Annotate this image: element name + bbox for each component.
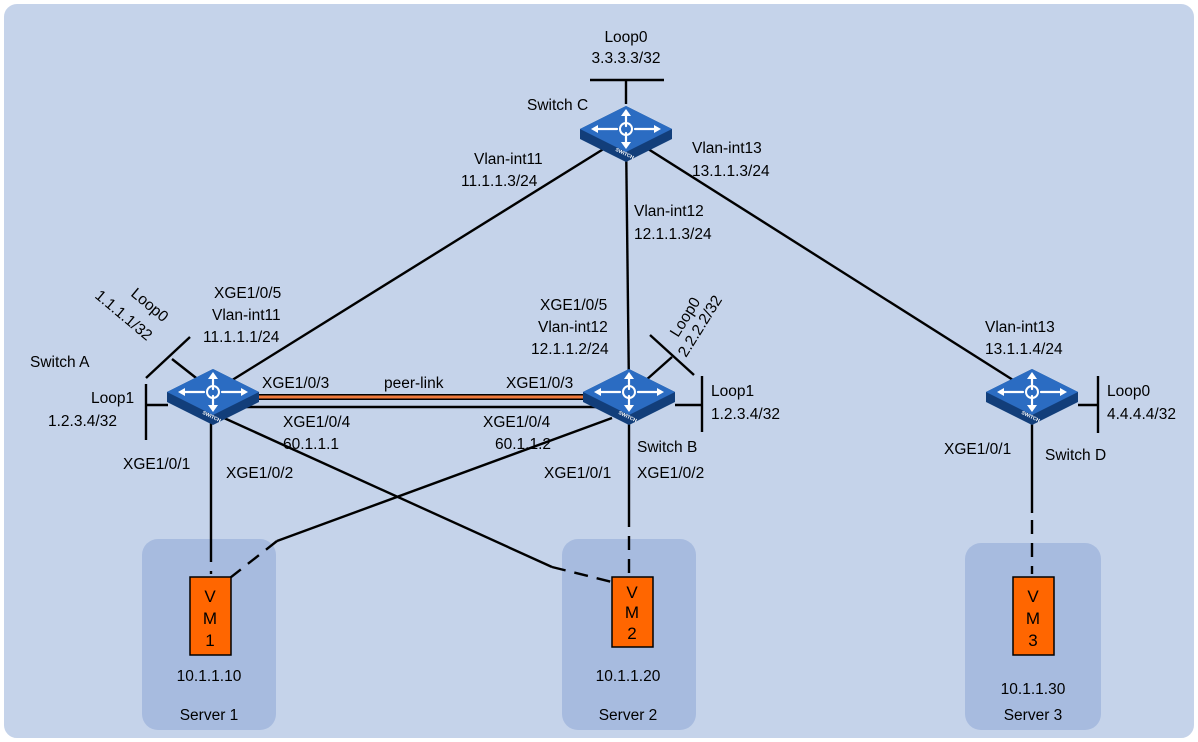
vm-1-label-num: 1 <box>205 631 214 650</box>
link-cd-d-ip: 13.1.1.4/24 <box>985 341 1063 358</box>
vm-2-label-m: M <box>625 603 639 622</box>
link-cd-c-vlan: Vlan-int13 <box>692 140 762 157</box>
switch-b-loop1-ip: 1.2.3.4/32 <box>711 406 780 423</box>
switch-a-icon[interactable]: SWITCH <box>165 367 261 427</box>
vm-1-label-m: M <box>203 609 217 628</box>
peer-link-label: peer-link <box>384 375 444 392</box>
server-2-name: Server 2 <box>599 707 658 724</box>
keepalive-a-ip: 60.1.1.1 <box>283 436 339 453</box>
switch-b-loop0-stub <box>644 356 673 382</box>
switch-c-icon[interactable]: SWITCH <box>578 104 674 164</box>
link-bc-b-vlan: Vlan-int12 <box>538 319 608 336</box>
link-ac-a-ip: 11.1.1.1/24 <box>203 329 280 346</box>
link-ac-c-ip: 11.1.1.3/24 <box>461 173 538 190</box>
keepalive-b-ip: 60.1.1.2 <box>495 436 551 453</box>
switch-a-loop0-stub <box>171 358 201 382</box>
link-ac-c-vlan: Vlan-int11 <box>474 151 543 168</box>
switch-b-loop0-bar <box>649 334 695 376</box>
vm-3[interactable]: V M 3 <box>1012 576 1055 656</box>
link-a-vm2 <box>223 416 553 569</box>
link-ac-a-vlan: Vlan-int11 <box>212 307 281 324</box>
vm-2-label-num: 2 <box>627 624 636 643</box>
d-down-port1: XGE1/0/1 <box>944 441 1011 458</box>
switch-d-icon[interactable]: SWITCH <box>984 367 1080 427</box>
link-a-vm2-dashed <box>551 565 613 584</box>
link-bc-c-ip: 12.1.1.3/24 <box>634 226 712 243</box>
link-ac-a-port: XGE1/0/5 <box>214 285 281 302</box>
keepalive-a-port: XGE1/0/4 <box>283 414 351 431</box>
switch-c-loop0-ip: 3.3.3.3/32 <box>592 50 661 67</box>
link-cd-c-ip: 13.1.1.3/24 <box>692 163 770 180</box>
vm-2-label-v: V <box>626 583 638 602</box>
switch-a-name: Switch A <box>30 354 90 371</box>
server-2-ip: 10.1.1.20 <box>596 668 661 685</box>
switch-c-name: Switch C <box>527 97 588 114</box>
link-c-d <box>625 133 1033 394</box>
vm-1-label-v: V <box>204 587 216 606</box>
switch-b-icon[interactable]: SWITCH <box>581 367 677 427</box>
vm-3-box <box>1012 576 1055 656</box>
link-b-vm1 <box>276 416 613 543</box>
link-bc-c-vlan: Vlan-int12 <box>634 203 704 220</box>
switch-d-name: Switch D <box>1045 447 1106 464</box>
server-1-name: Server 1 <box>180 707 239 724</box>
link-a-c <box>212 133 627 394</box>
vm-2-box <box>611 576 654 648</box>
vm-3-label-m: M <box>1026 609 1040 628</box>
switch-b-loop1-name: Loop1 <box>711 383 754 400</box>
switch-d-loop0-name: Loop0 <box>1107 383 1150 400</box>
link-b-c <box>624 134 631 393</box>
b-down-port1: XGE1/0/1 <box>544 465 611 482</box>
link-bc-b-ip: 12.1.1.2/24 <box>531 341 609 358</box>
switch-c-loop0-name: Loop0 <box>604 29 647 46</box>
switch-b-name: Switch B <box>637 439 697 456</box>
b-down-port2: XGE1/0/2 <box>637 465 704 482</box>
link-cd-d-vlan: Vlan-int13 <box>985 319 1055 336</box>
peer-b-port: XGE1/0/3 <box>506 375 573 392</box>
keepalive-b-port: XGE1/0/4 <box>483 414 551 431</box>
peer-a-port: XGE1/0/3 <box>262 375 329 392</box>
vm-3-label-v: V <box>1027 587 1039 606</box>
vm-1[interactable]: V M 1 <box>189 576 232 656</box>
switch-a-loop1-ip: 1.2.3.4/32 <box>48 413 117 430</box>
a-down-port1: XGE1/0/1 <box>123 456 190 473</box>
server-3-name: Server 3 <box>1004 707 1063 724</box>
server-3-ip: 10.1.1.30 <box>1001 681 1066 698</box>
vm-3-label-num: 3 <box>1028 631 1037 650</box>
server-1-ip: 10.1.1.10 <box>177 668 242 685</box>
a-down-port2: XGE1/0/2 <box>226 465 293 482</box>
link-b-vm1-dashed <box>225 540 278 582</box>
switch-d-loop0-ip: 4.4.4.4/32 <box>1107 406 1176 423</box>
vm-2[interactable]: V M 2 <box>611 576 654 648</box>
vm-1-box <box>189 576 232 656</box>
switch-a-loop1-name: Loop1 <box>91 390 134 407</box>
switch-a-loop0-bar <box>145 336 191 379</box>
link-bc-b-port: XGE1/0/5 <box>540 297 607 314</box>
